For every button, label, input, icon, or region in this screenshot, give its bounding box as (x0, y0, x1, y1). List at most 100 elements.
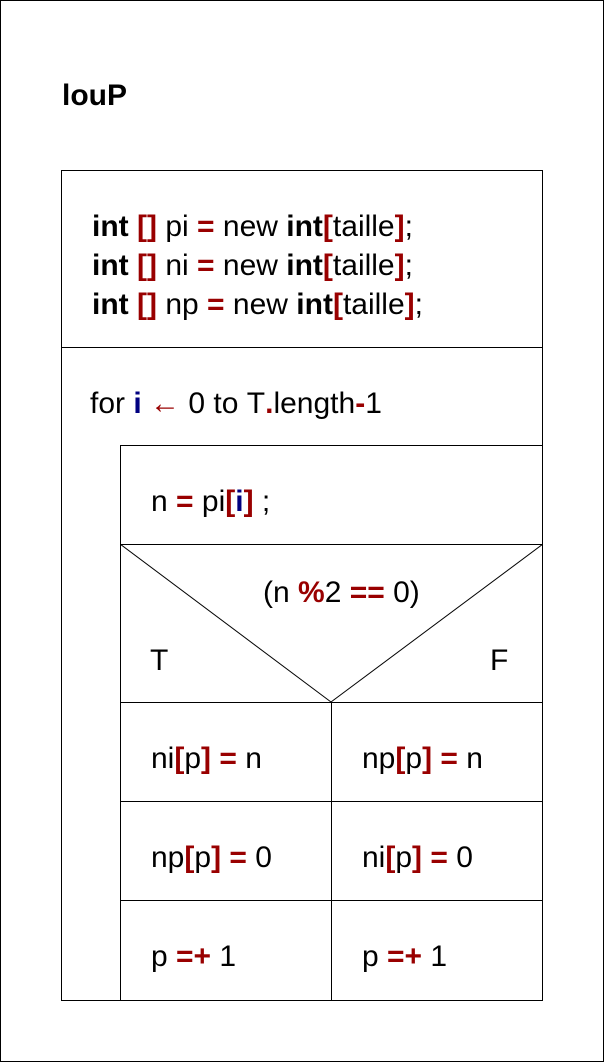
code-token: n (151, 485, 177, 518)
code-token: =+ (176, 940, 212, 973)
code-token: int (92, 249, 129, 282)
code-token: 0 to T (180, 387, 266, 420)
true-branch-statement: np[p] = 0 (151, 840, 272, 876)
code-token: n (236, 742, 262, 775)
code-token: taille (332, 249, 395, 282)
code-token: ; (414, 288, 423, 321)
code-token: p (194, 841, 212, 874)
code-token: [ (174, 742, 185, 775)
code-token: % (298, 576, 325, 609)
code-token: p (395, 841, 413, 874)
code-token: [ (385, 841, 396, 874)
diagram-title: louP (62, 79, 127, 112)
code-token: = (176, 485, 194, 518)
code-token: 1 (211, 940, 237, 973)
code-token (129, 249, 137, 282)
code-token: 1 (365, 387, 382, 420)
true-branch-statement: ni[p] = n (151, 741, 262, 777)
code-token: [ (322, 249, 333, 282)
code-token: int (296, 288, 333, 321)
true-label: T (150, 644, 169, 677)
false-branch-cell (331, 900, 543, 1001)
code-token: [ (332, 288, 343, 321)
code-token: taille (342, 288, 405, 321)
code-token: ] (394, 249, 405, 282)
code-token: int (286, 249, 323, 282)
code-token: ] (412, 841, 423, 874)
condition-expression: (n %2 == 0) (263, 575, 420, 611)
code-token: 0 (246, 841, 272, 874)
code-token: ni (151, 742, 175, 775)
code-token: . (265, 387, 274, 420)
code-token: for (90, 387, 134, 420)
code-token: i (235, 485, 244, 518)
false-branch-statement: np[p] = n (362, 741, 483, 777)
code-token: ; (253, 485, 271, 518)
code-token: np (362, 742, 396, 775)
code-token: n (457, 742, 483, 775)
code-token: (n (263, 576, 299, 609)
code-token: ] (211, 841, 222, 874)
true-branch-cell (120, 900, 332, 1001)
code-token: [] (137, 288, 157, 321)
true-branch-statement: p =+ 1 (151, 939, 236, 975)
code-token: ← (150, 387, 181, 420)
code-token: ] (201, 742, 212, 775)
code-token: ] (404, 288, 415, 321)
code-token: p (405, 742, 423, 775)
code-token: = (229, 841, 247, 874)
code-token: [] (137, 210, 157, 243)
code-token: i (133, 387, 142, 420)
code-token: [ (395, 742, 406, 775)
code-token: = (219, 742, 237, 775)
code-token: p (362, 940, 388, 973)
code-token: =+ (387, 940, 423, 973)
code-token: ; (404, 210, 413, 243)
code-token: new (214, 249, 287, 282)
code-token: taille (332, 210, 395, 243)
false-branch-cell (331, 702, 543, 802)
false-branch-cell (331, 801, 543, 901)
code-token: = (197, 249, 215, 282)
condition-triangle (120, 544, 543, 703)
loop-statement: n = pi[i] ; (151, 484, 270, 520)
loop-statement-box (120, 445, 543, 545)
code-token: [ (225, 485, 236, 518)
true-branch-cell (120, 801, 332, 901)
declaration-line: int [] np = new int[taille]; (92, 287, 423, 323)
code-token: int (286, 210, 323, 243)
code-token: 2 (324, 576, 350, 609)
declaration-line: int [] pi = new int[taille]; (92, 209, 413, 245)
code-token (142, 387, 150, 420)
code-token: pi (193, 485, 226, 518)
loop-header: for i ← 0 to T.length-1 (90, 386, 382, 422)
code-token: 0) (384, 576, 420, 609)
code-token: ] (422, 742, 433, 775)
code-token: p (151, 940, 177, 973)
code-token (129, 288, 137, 321)
code-token: ] (394, 210, 405, 243)
code-token: int (92, 210, 129, 243)
code-token: new (224, 288, 297, 321)
code-token: - (355, 387, 366, 420)
code-token: ; (404, 249, 413, 282)
code-token: np (151, 841, 185, 874)
code-token: [ (322, 210, 333, 243)
code-token: = (207, 288, 225, 321)
code-token: length (273, 387, 356, 420)
declaration-line: int [] ni = new int[taille]; (92, 248, 413, 284)
code-token: int (92, 288, 129, 321)
true-branch-cell (120, 702, 332, 802)
code-token: 0 (447, 841, 473, 874)
false-branch-statement: ni[p] = 0 (362, 840, 473, 876)
code-token: 1 (422, 940, 448, 973)
code-token: new (214, 210, 287, 243)
code-token: ni (362, 841, 386, 874)
code-token (129, 210, 137, 243)
code-token: pi (156, 210, 198, 243)
code-token: = (440, 742, 458, 775)
code-token: == (349, 576, 385, 609)
code-token: np (156, 288, 208, 321)
code-token: [ (184, 841, 195, 874)
false-branch-statement: p =+ 1 (362, 939, 447, 975)
